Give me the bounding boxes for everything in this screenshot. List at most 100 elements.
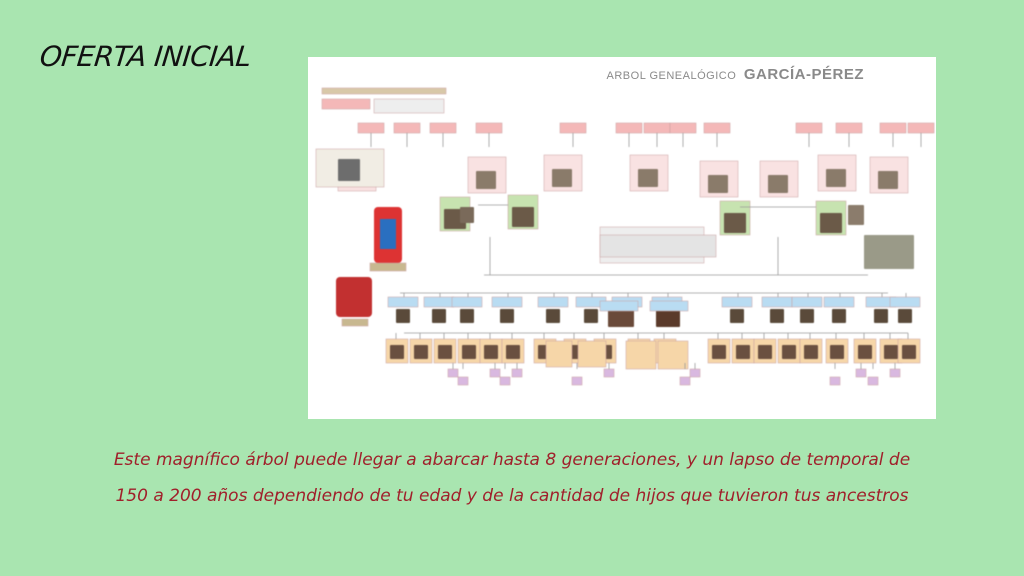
great-grandchild-box — [689, 368, 701, 378]
ancestor-box — [559, 122, 587, 134]
portrait-photo — [506, 345, 520, 359]
portrait-photo — [820, 213, 842, 233]
crest-label — [369, 262, 407, 272]
ancestor-box — [393, 122, 421, 134]
ancestor-box — [643, 122, 671, 134]
coat-of-arms-shield-icon — [380, 219, 396, 249]
child-box — [889, 296, 921, 308]
portrait-photo — [432, 309, 446, 323]
portrait-photo — [830, 345, 844, 359]
portrait-photo — [708, 175, 728, 193]
portrait-photo — [552, 169, 572, 187]
great-grandchild-box — [447, 368, 459, 378]
ancestor-box — [429, 122, 457, 134]
portrait-photo — [800, 309, 814, 323]
portrait-photo — [884, 345, 898, 359]
child-box — [451, 296, 483, 308]
child-box — [791, 296, 823, 308]
child-box — [823, 296, 855, 308]
portrait-photo — [500, 309, 514, 323]
portrait-photo — [512, 207, 534, 227]
portrait-photo — [758, 345, 772, 359]
family-tree-image: ARBOL GENEALÓGICO GARCÍA-PÉREZ — [308, 57, 936, 419]
great-grandchild-box — [889, 368, 901, 378]
grandchild-card — [545, 340, 573, 368]
portrait-photo — [736, 345, 750, 359]
portrait-photo — [770, 309, 784, 323]
great-grandchild-box — [571, 376, 583, 386]
great-grandchild-box — [457, 376, 469, 386]
child-box — [491, 296, 523, 308]
portrait-photo — [584, 309, 598, 323]
portrait-photo — [396, 309, 410, 323]
portrait-photo — [476, 171, 496, 189]
great-grandchild-box — [511, 368, 523, 378]
portrait-photo — [864, 235, 914, 269]
grandchild-card — [657, 340, 689, 370]
child-box — [761, 296, 793, 308]
coat-of-arms-icon — [336, 277, 372, 317]
portrait-photo — [390, 345, 404, 359]
great-grandchild-box — [679, 376, 691, 386]
portrait-photo — [804, 345, 818, 359]
child-box — [649, 300, 689, 312]
portrait-photo — [638, 169, 658, 187]
note-box — [599, 234, 717, 258]
ancestor-box — [669, 122, 697, 134]
great-grandchild-box — [867, 376, 879, 386]
portrait-photo — [712, 345, 726, 359]
child-box — [721, 296, 753, 308]
portrait-photo — [826, 169, 846, 187]
portrait-photo — [546, 309, 560, 323]
great-grandchild-box — [855, 368, 867, 378]
portrait-photo — [460, 207, 474, 223]
grandchild-card — [625, 340, 657, 370]
ancestor-box — [321, 98, 371, 110]
ancestor-box — [835, 122, 863, 134]
header-strip — [321, 87, 447, 95]
portrait-photo — [438, 345, 452, 359]
caption: Este magnífico árbol puede llegar a abar… — [40, 442, 984, 514]
ancestor-box — [907, 122, 935, 134]
great-grandchild-box — [603, 368, 615, 378]
portrait-photo — [898, 309, 912, 323]
child-box — [423, 296, 455, 308]
great-grandchild-box — [489, 368, 501, 378]
portrait-photo — [724, 213, 746, 233]
portrait-photo — [832, 309, 846, 323]
ancestor-box — [615, 122, 643, 134]
tree-title-small: ARBOL GENEALÓGICO — [606, 70, 737, 82]
portrait-photo — [460, 309, 474, 323]
portrait-photo — [484, 345, 498, 359]
slide-title: OFERTA INICIAL — [38, 40, 253, 73]
tree-title-big: GARCÍA-PÉREZ — [743, 66, 864, 83]
ancestor-box — [475, 122, 503, 134]
caption-line-1: Este magnífico árbol puede llegar a abar… — [113, 450, 911, 470]
portrait-photo — [768, 175, 788, 193]
child-box — [537, 296, 569, 308]
ancestor-box — [703, 122, 731, 134]
tree-diagram — [315, 87, 935, 386]
great-grandchild-box — [829, 376, 841, 386]
portrait-photo — [902, 345, 916, 359]
grandchild-card — [577, 340, 607, 368]
portrait-photo — [338, 159, 360, 181]
tree-title: ARBOL GENEALÓGICO GARCÍA-PÉREZ — [308, 66, 936, 83]
portrait-photo — [414, 345, 428, 359]
portrait-photo — [878, 171, 898, 189]
portrait-photo — [858, 345, 872, 359]
ancestor-box — [357, 122, 385, 134]
child-box — [387, 296, 419, 308]
caption-line-2: 150 a 200 años dependiendo de tu edad y … — [115, 486, 909, 506]
portrait-photo — [874, 309, 888, 323]
ancestor-box — [879, 122, 907, 134]
child-box — [599, 300, 639, 312]
great-grandchild-box — [499, 376, 511, 386]
note-box — [373, 98, 445, 114]
ancestor-box — [795, 122, 823, 134]
portrait-photo — [848, 205, 864, 225]
portrait-photo — [730, 309, 744, 323]
crest-label — [341, 318, 369, 327]
portrait-photo — [782, 345, 796, 359]
portrait-photo — [462, 345, 476, 359]
